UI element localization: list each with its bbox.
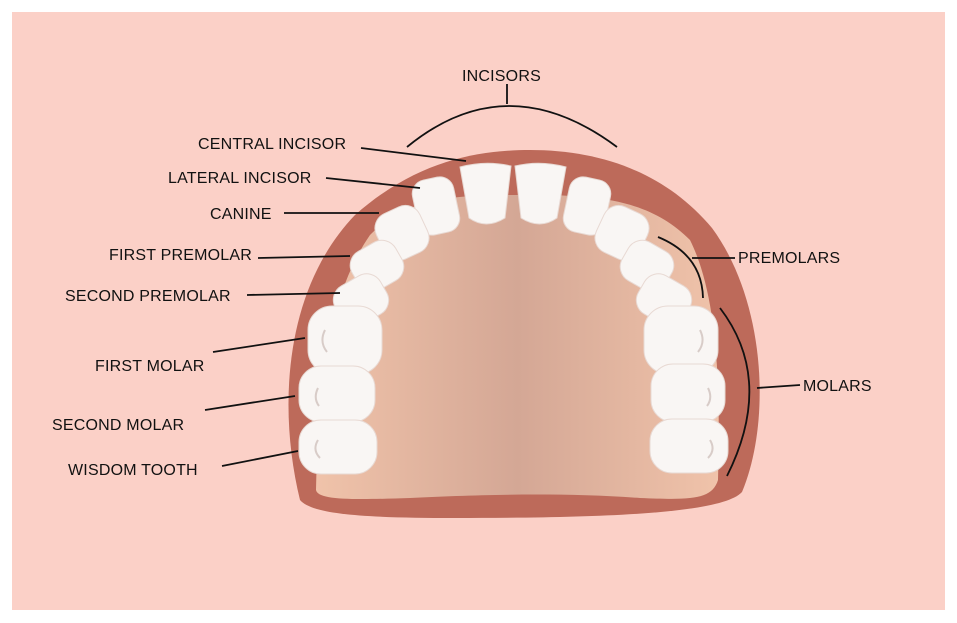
label-wisdom-tooth: WISDOM TOOTH bbox=[68, 462, 198, 479]
palate bbox=[316, 195, 719, 500]
label-first-premolar: FIRST PREMOLAR bbox=[109, 247, 252, 264]
label-leaders bbox=[204, 84, 801, 477]
label-central-incisor: CENTRAL INCISOR bbox=[198, 136, 346, 153]
teeth bbox=[298, 162, 729, 475]
label-incisors: INCISORS bbox=[462, 68, 541, 85]
second-molar-tooth bbox=[298, 365, 376, 423]
label-premolars: PREMOLARS bbox=[738, 250, 840, 267]
label-first-molar: FIRST MOLAR bbox=[95, 358, 204, 375]
label-second-premolar: SECOND PREMOLAR bbox=[65, 288, 231, 305]
central-incisor-tooth bbox=[459, 162, 512, 225]
label-canine: CANINE bbox=[210, 206, 272, 223]
label-lateral-incisor: LATERAL INCISOR bbox=[168, 170, 311, 187]
wisdom-tooth bbox=[649, 418, 729, 474]
first-molar-tooth bbox=[307, 305, 383, 375]
wisdom-tooth bbox=[298, 419, 378, 475]
label-molars: MOLARS bbox=[803, 378, 872, 395]
label-second-molar: SECOND MOLAR bbox=[52, 417, 184, 434]
second-molar-tooth bbox=[650, 363, 726, 423]
central-incisor-tooth bbox=[514, 162, 567, 225]
